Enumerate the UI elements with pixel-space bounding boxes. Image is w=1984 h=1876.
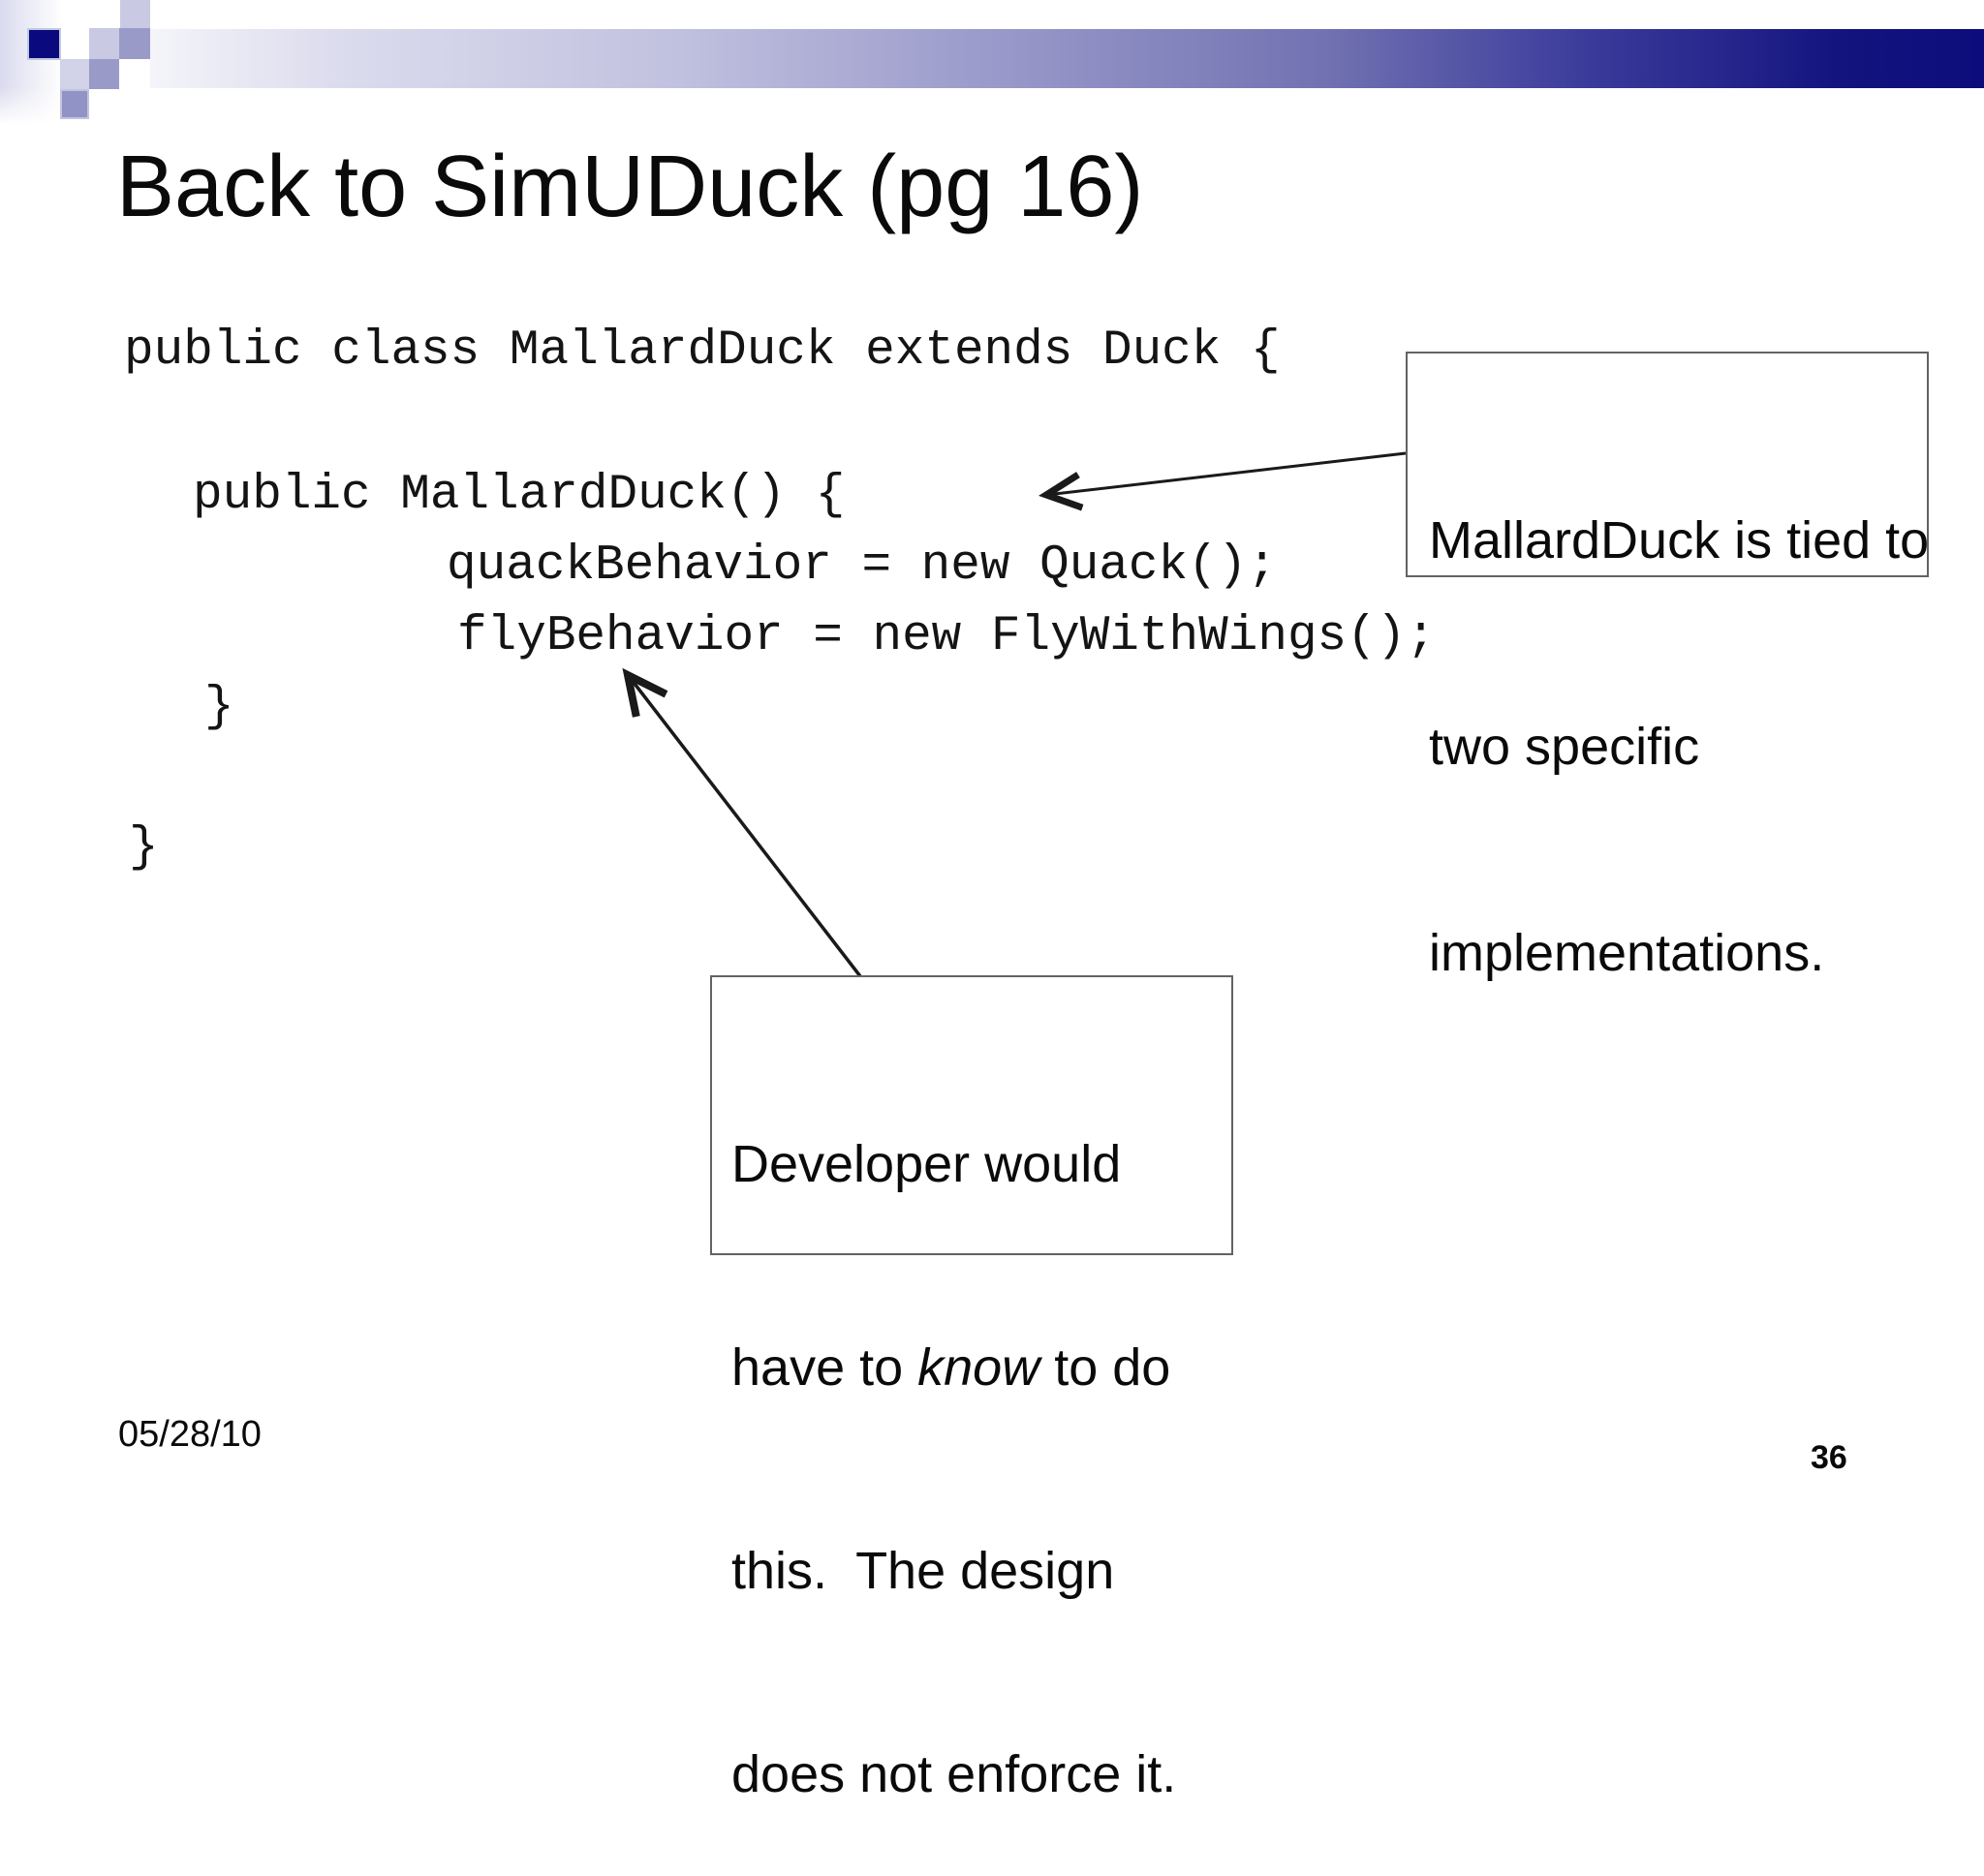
callout-text-line: Developer would (731, 1135, 1122, 1193)
callout-bottom-arrowhead-icon (622, 667, 668, 718)
callout-text-line: have to know to do (731, 1334, 1231, 1401)
page-number: 36 (1811, 1439, 1847, 1476)
code-line-quack-behavior: quackBehavior = new Quack(); (447, 538, 1277, 594)
code-line-constructor: public MallardDuck() { (193, 468, 846, 523)
footer-date: 05/28/10 (118, 1414, 262, 1455)
code-line-class-declaration: public class MallardDuck extends Duck { (124, 323, 1281, 379)
callout-bottom-arrow-line (630, 678, 862, 978)
callout-text-segment: have to (731, 1338, 918, 1397)
callout-right-arrow-line (1045, 451, 1407, 497)
banner-gradient-bar (150, 29, 1984, 88)
callout-box-implementations: MallardDuck is tied to two specific impl… (1406, 352, 1930, 982)
corner-square (89, 59, 119, 89)
callout-text-line: this. The design (731, 1542, 1115, 1600)
code-line-constructor-close-brace: } (204, 680, 234, 735)
corner-square (60, 89, 89, 119)
corner-square (89, 28, 119, 59)
code-line-class-close-brace: } (129, 820, 159, 876)
callout-text-line: two specific (1429, 718, 1700, 776)
corner-gradient-strip (0, 0, 62, 124)
callout-box-developer-know: Developer would have to know to do this.… (710, 975, 1233, 1803)
corner-square (60, 59, 89, 89)
corner-square-navy (27, 28, 61, 60)
callout-text-line: does not enforce it. (731, 1745, 1177, 1803)
callout-text-segment: to do (1039, 1338, 1171, 1397)
code-line-fly-behavior: flyBehavior = new FlyWithWings(); (457, 609, 1436, 664)
slide-title: Back to SimUDuck (pg 16) (116, 138, 1144, 235)
callout-text-italic-know: know (917, 1338, 1040, 1397)
callout-right-arrowhead-icon (1038, 472, 1084, 511)
callout-text-line: MallardDuck is tied to (1429, 511, 1930, 569)
corner-square (120, 0, 150, 28)
callout-text-line: implementations. (1429, 924, 1825, 982)
corner-square (119, 28, 150, 59)
